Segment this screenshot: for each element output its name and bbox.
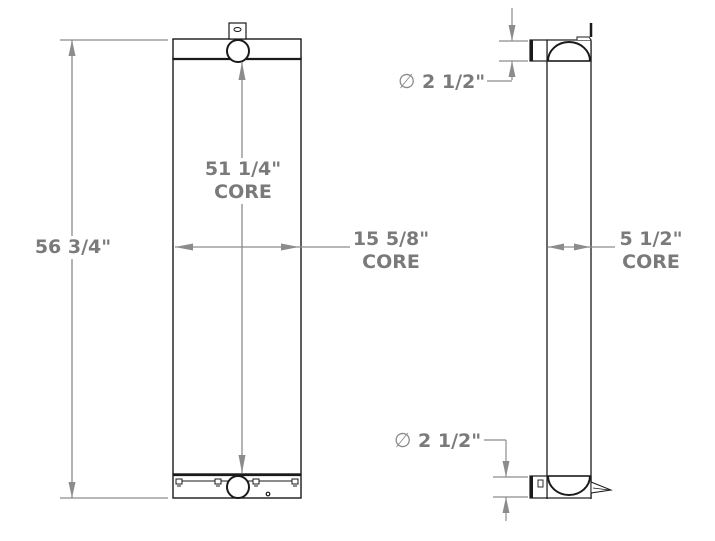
core-width-note: CORE: [362, 251, 420, 273]
top-tank-dome: [547, 41, 591, 62]
front-view: [60, 22, 350, 499]
bottom-port-label: ∅ 2 1/2": [394, 428, 482, 453]
side-bottom-bracket: [590, 481, 613, 494]
bottom-port-value: 2 1/2": [418, 430, 482, 452]
bottom-outlet-port: [226, 475, 250, 499]
drain-plug: [265, 491, 271, 497]
core-depth-dimension: [548, 243, 620, 251]
top-port-label: ∅ 2 1/2": [398, 69, 486, 94]
core-depth-value: 5 1/2": [619, 228, 683, 250]
diameter-icon: ∅: [394, 428, 412, 452]
core-width-dimension: [175, 243, 350, 251]
side-view: [484, 8, 620, 521]
diameter-icon: ∅: [398, 69, 416, 93]
overall-height-value: 56 3/4": [34, 236, 112, 258]
core-height-value: 51 1/4": [204, 158, 282, 180]
core-height-dimension: [238, 62, 246, 473]
core-height-note: CORE: [214, 181, 272, 203]
core-depth-label: 5 1/2" CORE: [615, 228, 687, 274]
top-port-value: 2 1/2": [422, 71, 486, 93]
core-body: [172, 57, 302, 475]
side-top-tank: [546, 39, 592, 62]
core-width-value: 15 5/8": [352, 228, 430, 250]
overall-height-dimension: [60, 39, 168, 499]
core-depth-note: CORE: [622, 251, 680, 273]
overall-height-label: 56 3/4": [32, 236, 114, 259]
core-width-label: 15 5/8" CORE: [350, 228, 432, 274]
bottom-port-dimension: [484, 439, 528, 521]
top-port-dimension: [487, 8, 528, 82]
core-height-label: 51 1/4" CORE: [201, 158, 285, 204]
bottom-mount-tabs: [175, 478, 299, 487]
top-inlet-port: [226, 39, 250, 63]
bottom-tank-dome: [547, 475, 591, 496]
bracket-slot: [233, 27, 242, 32]
